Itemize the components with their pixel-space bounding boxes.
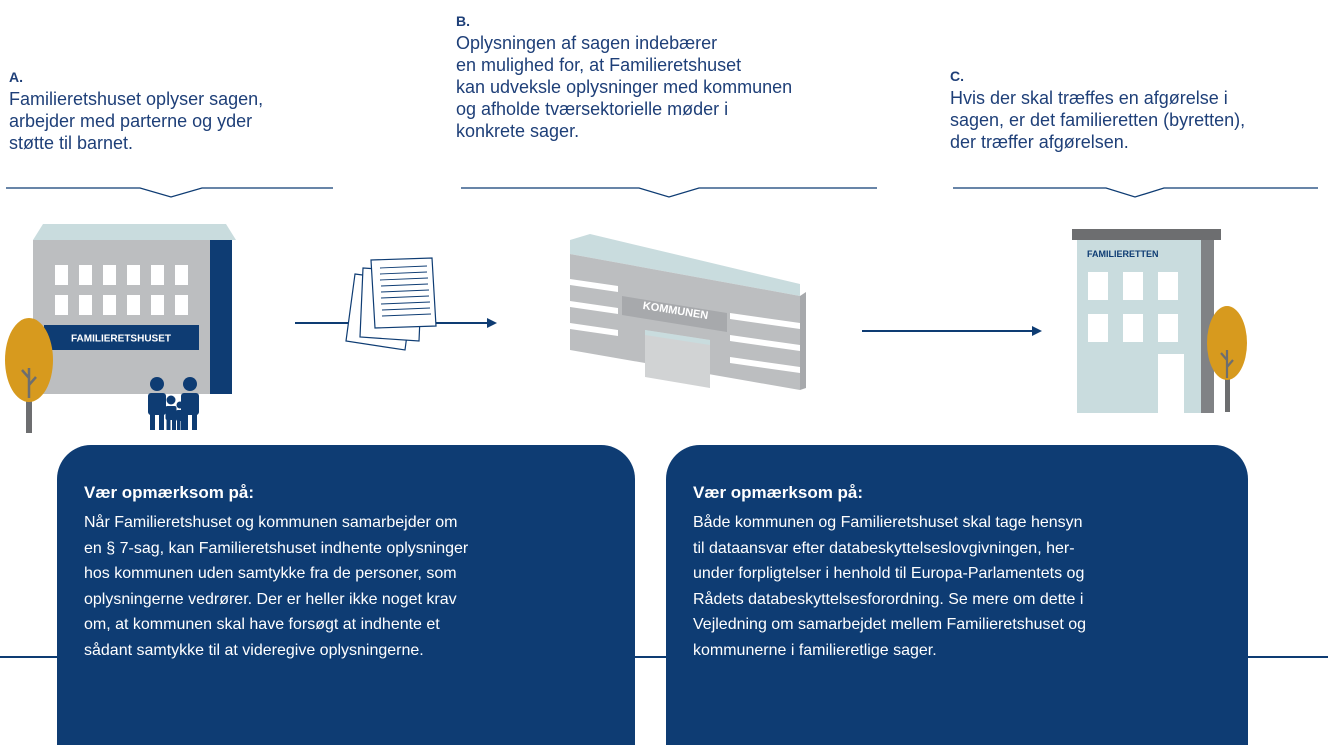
step-c: C. Hvis der skal træffes en afgørelse i …: [950, 68, 1328, 153]
step-b-text: Oplysningen af sagen indebærer en muligh…: [456, 33, 793, 141]
familieretshuset-building-icon: FAMILIERETSHUSET: [33, 224, 236, 394]
callout-line-b: [461, 187, 877, 198]
step-a: A. Familieretshuset oplyser sagen, arbej…: [9, 69, 339, 154]
callout-line-a: [6, 187, 333, 198]
info-box-left-heading: Vær opmærksom på:: [84, 483, 255, 502]
step-c-letter: C.: [950, 68, 964, 84]
tree-icon: [1207, 306, 1247, 412]
step-a-text: Familieretshuset oplyser sagen, arbejder…: [9, 89, 264, 153]
kommunen-building-icon: KOMMUNEN: [570, 234, 806, 390]
process-illustration: FAMILIERETSHUSET: [0, 187, 1328, 658]
step-b: B. Oplysningen af sagen indebærer en mul…: [456, 13, 896, 142]
step-b-letter: B.: [456, 13, 470, 29]
step-a-letter: A.: [9, 69, 23, 85]
familieretten-label: FAMILIERETTEN: [1087, 249, 1159, 259]
family-icon: [148, 377, 199, 430]
documents-icon: [345, 257, 437, 351]
step-c-text: Hvis der skal træffes en afgørelse i sag…: [950, 88, 1246, 152]
callout-line-c: [953, 187, 1318, 198]
info-box-left: Vær opmærksom på: Når Familieretshuset o…: [57, 445, 635, 745]
familieretten-building-icon: FAMILIERETTEN: [1072, 229, 1221, 413]
tree-icon: [5, 318, 53, 433]
info-box-left-body: Når Familieretshuset og kommunen samarbe…: [84, 514, 469, 659]
familieretshuset-label: FAMILIERETSHUSET: [71, 334, 171, 345]
info-box-right-body: Både kommunen og Familieretshuset skal t…: [693, 514, 1087, 659]
arrow-b-to-c: [862, 326, 1042, 336]
info-box-right-heading: Vær opmærksom på:: [693, 483, 864, 502]
info-box-right: Vær opmærksom på: Både kommunen og Famil…: [666, 445, 1248, 745]
